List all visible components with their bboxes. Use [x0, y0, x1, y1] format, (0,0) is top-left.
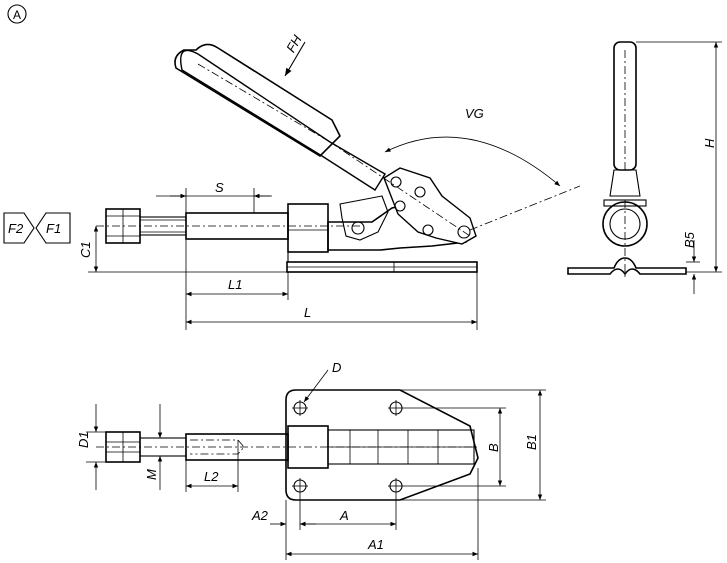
force-f2-label: F2	[8, 221, 24, 236]
side-view: VG FH F2 F1 S C1 L1 L	[3, 32, 581, 330]
dim-h-label: H	[702, 138, 717, 148]
dim-l2-label: L2	[204, 469, 219, 484]
front-view: H B5	[567, 41, 722, 294]
force-arrows: F2 F1	[3, 212, 71, 244]
force-f1-arrow	[35, 212, 71, 244]
dim-b-label: B	[486, 443, 501, 452]
angle-label: VG	[465, 106, 484, 121]
dim-a-label: A	[339, 508, 349, 523]
view-marker: A	[7, 4, 27, 24]
handle-force-arrow	[284, 41, 306, 77]
opening-angle-arc	[384, 136, 561, 187]
dim-b5-label: B5	[682, 231, 697, 248]
handle-bracket	[383, 167, 477, 245]
svg-text:A: A	[13, 8, 21, 22]
dim-s-label: S	[215, 180, 224, 195]
handle-force-label: FH	[283, 32, 305, 55]
top-view: D D1 M L2 A2 A A1 B	[76, 360, 546, 560]
housing-block	[287, 203, 329, 253]
dim-l1-label: L1	[228, 277, 242, 292]
dim-c1-label: C1	[78, 241, 93, 258]
base-plate-top	[285, 389, 479, 501]
dim-d1-label: D1	[76, 431, 91, 448]
handle	[180, 49, 386, 191]
dim-b1-label: B1	[524, 434, 539, 450]
base-end-view	[567, 257, 687, 276]
force-f1-label: F1	[46, 221, 61, 236]
dim-d-label: D	[332, 360, 341, 375]
dim-l-label: L	[304, 305, 311, 320]
force-f2-arrow	[3, 212, 35, 244]
dim-m-label: M	[144, 469, 159, 480]
dim-a1-label: A1	[367, 537, 384, 552]
dim-a2-label: A2	[251, 508, 269, 523]
